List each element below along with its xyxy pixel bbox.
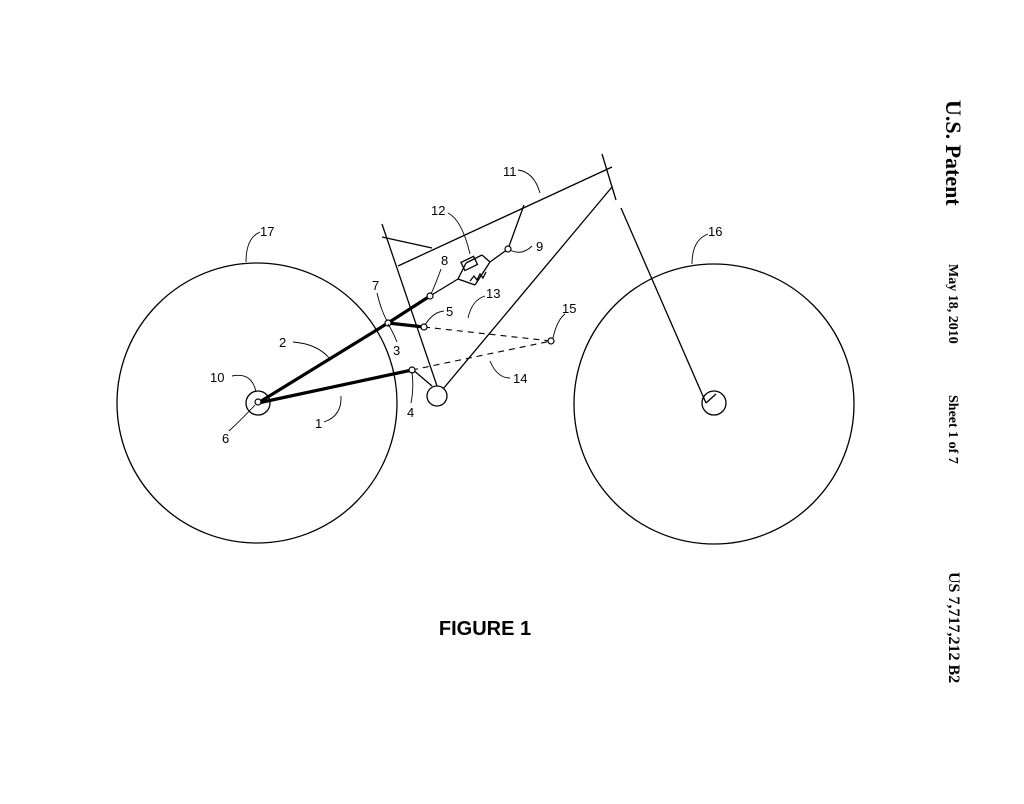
link-3 bbox=[386, 321, 426, 329]
figure-caption: FIGURE 1 bbox=[438, 618, 532, 640]
label-6: 6 bbox=[222, 431, 229, 446]
pivot-15 bbox=[547, 337, 555, 345]
leader-1 bbox=[323, 395, 342, 423]
front-wheel bbox=[573, 263, 855, 545]
shock-mount-bracket bbox=[507, 204, 525, 250]
leader-2 bbox=[292, 341, 331, 360]
leader-7 bbox=[376, 292, 388, 322]
leader-11 bbox=[517, 169, 541, 194]
leader-14 bbox=[489, 360, 511, 379]
label-13: 13 bbox=[486, 286, 500, 301]
shock-rod-upper bbox=[489, 248, 509, 263]
leader-16 bbox=[691, 233, 709, 265]
header-patent: U.S. Patent bbox=[941, 100, 966, 206]
pivot-9 bbox=[504, 245, 512, 253]
rear-hub bbox=[245, 390, 271, 416]
label-17: 17 bbox=[260, 224, 274, 239]
virtual-link-13 bbox=[423, 326, 552, 342]
label-3: 3 bbox=[393, 343, 400, 358]
pivot-8 bbox=[426, 292, 434, 300]
bottom-bracket bbox=[426, 385, 448, 407]
label-5: 5 bbox=[446, 304, 453, 319]
pivot-5 bbox=[420, 323, 428, 331]
virtual-link-14 bbox=[411, 340, 552, 371]
leader-15 bbox=[552, 313, 566, 339]
fork bbox=[620, 207, 707, 404]
rear-wheel bbox=[116, 262, 398, 544]
label-10: 10 bbox=[210, 370, 224, 385]
leader-4 bbox=[410, 371, 414, 404]
leader-17 bbox=[245, 231, 261, 263]
shock-absorber bbox=[457, 254, 491, 286]
seat-tube bbox=[381, 223, 438, 387]
leader-10 bbox=[231, 374, 257, 393]
label-8: 8 bbox=[441, 253, 448, 268]
leader-9 bbox=[509, 245, 533, 253]
link-7-8 bbox=[386, 294, 432, 325]
header-sheet: Sheet 1 of 7 bbox=[945, 395, 960, 464]
label-2: 2 bbox=[279, 335, 286, 350]
label-9: 9 bbox=[536, 239, 543, 254]
label-1: 1 bbox=[315, 416, 322, 431]
label-14: 14 bbox=[513, 371, 527, 386]
seat-cap bbox=[381, 236, 433, 249]
label-15: 15 bbox=[562, 301, 576, 316]
leader-12 bbox=[447, 212, 471, 255]
label-12: 12 bbox=[431, 203, 445, 218]
leader-13 bbox=[467, 295, 486, 319]
axle-tick bbox=[705, 393, 717, 404]
pivot-7 bbox=[384, 319, 392, 327]
lower-mount-bracket bbox=[411, 368, 433, 387]
front-hub bbox=[701, 390, 727, 416]
label-11: 11 bbox=[503, 164, 517, 179]
pivot-6 bbox=[254, 398, 262, 406]
leader-5 bbox=[424, 310, 445, 326]
label-16: 16 bbox=[708, 224, 722, 239]
link-2 bbox=[256, 321, 390, 405]
header-patent-number: US 7,717,212 B2 bbox=[945, 572, 962, 684]
label-7: 7 bbox=[372, 278, 379, 293]
leader-6 bbox=[228, 404, 256, 432]
header-date: May 18, 2010 bbox=[945, 264, 960, 344]
link-1 bbox=[256, 368, 414, 405]
head-tube-top bbox=[601, 153, 617, 201]
leader-8 bbox=[430, 268, 442, 295]
shock-rod bbox=[429, 278, 459, 297]
leader-3 bbox=[387, 323, 398, 343]
top-tube bbox=[397, 166, 613, 267]
down-tube bbox=[442, 186, 613, 390]
label-4: 4 bbox=[407, 405, 414, 420]
